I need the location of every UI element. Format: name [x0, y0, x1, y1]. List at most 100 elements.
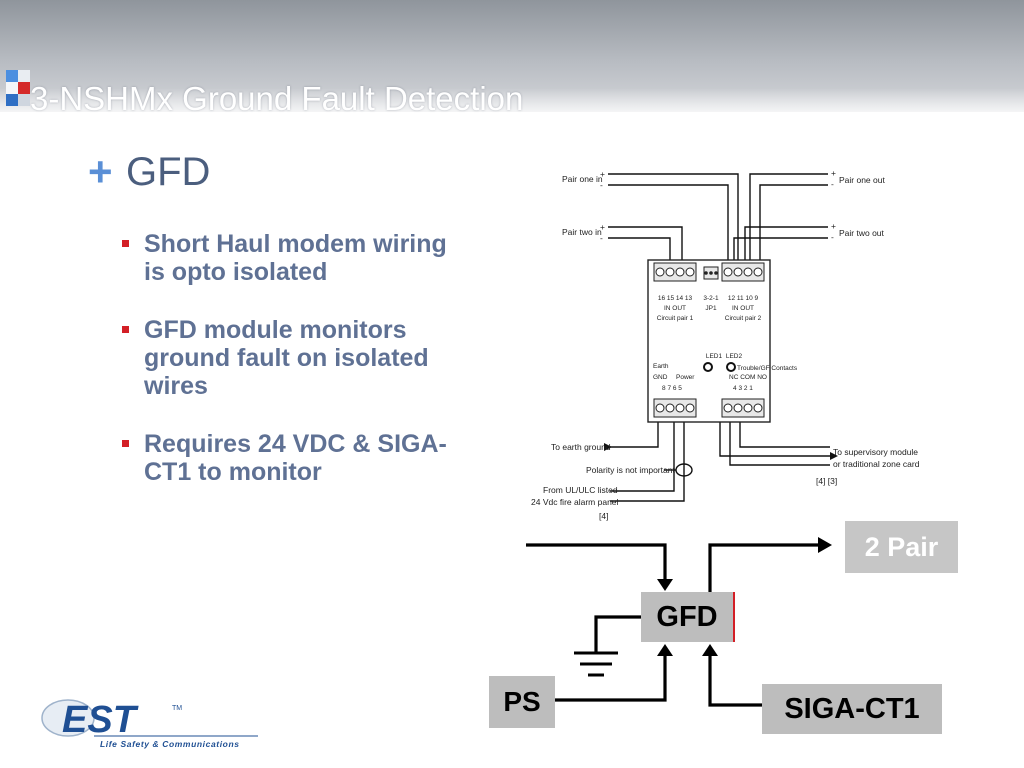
bullet-item: Short Haul modem wiring is opto isolated — [120, 230, 460, 286]
reference-left: [4] — [599, 511, 608, 521]
wire — [719, 420, 830, 457]
minus-sign: - — [831, 232, 834, 242]
terminal-screw — [753, 403, 763, 413]
ground-symbol-icon — [574, 651, 618, 677]
wire — [739, 420, 830, 448]
terminal-screw — [733, 403, 743, 413]
plus-icon: + — [88, 148, 113, 195]
reference-right: [4] [3] — [816, 476, 837, 486]
bullet-item: GFD module monitors ground fault on isol… — [120, 316, 460, 400]
logo-wordmark: EST — [62, 699, 139, 741]
connector-line — [555, 655, 667, 702]
minus-sign: - — [600, 233, 603, 243]
deco-square — [6, 82, 18, 94]
terminal-block — [721, 262, 765, 282]
arrow-icon — [657, 579, 673, 591]
to-earth-ground-label: To earth ground — [551, 442, 611, 452]
terminal-screw — [685, 267, 695, 277]
wire — [749, 173, 828, 263]
bullet-square-icon — [122, 326, 129, 333]
flow-diagram — [526, 537, 832, 707]
jumper-pin — [709, 271, 713, 275]
bullet-text: GFD module monitors ground fault on isol… — [144, 316, 429, 400]
section-heading: GFD — [126, 150, 211, 194]
circuit-pair-2-label: Circuit pair 2 — [725, 315, 762, 322]
connector-line — [526, 543, 667, 580]
terminal-screw — [665, 403, 675, 413]
slide-title: 3-NSHMx Ground Fault Detection — [30, 80, 524, 117]
terminal-numbers-bottom-left: 8 7 6 5 — [662, 385, 682, 392]
from-panel-label-1: From UL/ULC listed — [543, 485, 618, 495]
terminal-screw — [675, 403, 685, 413]
wiring-diagram: Pair one in Pair two in Pair one out Pai… — [531, 168, 920, 521]
plus-sign: + — [831, 168, 836, 178]
terminal-screw — [675, 267, 685, 277]
led2-label: LED2 — [726, 353, 743, 360]
logo-swoosh-icon — [41, 699, 95, 737]
wire — [744, 226, 828, 263]
module-body — [647, 259, 771, 423]
terminal-block — [653, 398, 697, 418]
bullet-square-icon — [122, 240, 129, 247]
plus-sign: + — [600, 169, 605, 179]
wire — [608, 226, 683, 263]
pair-one-in-label: Pair one in — [562, 174, 603, 184]
ps-box: PS — [489, 676, 555, 728]
terminal-screw — [655, 267, 665, 277]
wire — [759, 184, 828, 263]
bullet-list: Short Haul modem wiring is opto isolated… — [120, 230, 460, 516]
io-label-top-left: IN OUT — [664, 305, 686, 312]
to-supervisory-label-1: To supervisory module — [833, 447, 918, 457]
gnd-label: GND — [653, 374, 668, 381]
polarity-label: Polarity is not important — [586, 465, 675, 475]
est-logo: EST TM Life Safety & Communications — [41, 699, 258, 749]
siga-ct1-box: SIGA-CT1 — [762, 684, 942, 734]
pair-two-out-label: Pair two out — [839, 228, 885, 238]
terminal-screw — [733, 267, 743, 277]
terminal-numbers-top-left: 16 15 14 13 — [658, 295, 693, 302]
terminal-screw — [685, 403, 695, 413]
terminal-screw — [655, 403, 665, 413]
deco-square — [6, 70, 18, 82]
ground-line — [594, 615, 641, 652]
bullet-square-icon — [122, 440, 129, 447]
terminal-screw — [743, 267, 753, 277]
logo-trademark: TM — [172, 705, 182, 712]
terminal-block — [721, 398, 765, 418]
io-label-top-right: IN OUT — [732, 305, 754, 312]
arrow-icon — [604, 443, 612, 451]
wire — [610, 420, 685, 502]
minus-sign: - — [831, 179, 834, 189]
circuit-pair-1-label: Circuit pair 1 — [657, 315, 694, 322]
deco-square — [6, 94, 18, 106]
bullet-text: Short Haul modem wiring is opto isolated — [144, 230, 447, 286]
led1-icon — [703, 362, 713, 372]
arrow-icon — [657, 644, 673, 656]
terminal-screw — [753, 267, 763, 277]
connector-line — [708, 543, 820, 592]
terminal-numbers-top-right: 12 11 10 9 — [728, 295, 759, 302]
connector-line — [708, 655, 762, 707]
terminal-screw — [723, 267, 733, 277]
plus-sign: + — [600, 222, 605, 232]
jumper-pins-label: 3-2-1 — [703, 295, 719, 302]
power-label: Power — [676, 374, 695, 381]
pair-one-out-label: Pair one out — [839, 175, 885, 185]
terminal-block — [653, 262, 697, 282]
wire — [608, 173, 739, 263]
terminal-numbers-bottom-right: 4 3 2 1 — [733, 385, 753, 392]
logo-tagline: Life Safety & Communications — [100, 739, 240, 749]
gfd-box: GFD — [641, 592, 735, 642]
wire — [729, 420, 830, 466]
arrow-icon — [702, 644, 718, 656]
jumper-pin — [714, 271, 718, 275]
deco-square — [18, 82, 30, 94]
minus-sign: - — [600, 180, 603, 190]
arrow-icon — [818, 537, 832, 553]
earth-label: Earth — [653, 363, 669, 370]
pair-two-in-label: Pair two in — [562, 227, 602, 237]
trouble-contacts-label: Trouble/GF Contacts — [737, 365, 798, 372]
terminal-screw — [743, 403, 753, 413]
wire — [608, 237, 671, 263]
bullet-text: Requires 24 VDC & SIGA-CT1 to monitor — [144, 430, 447, 486]
